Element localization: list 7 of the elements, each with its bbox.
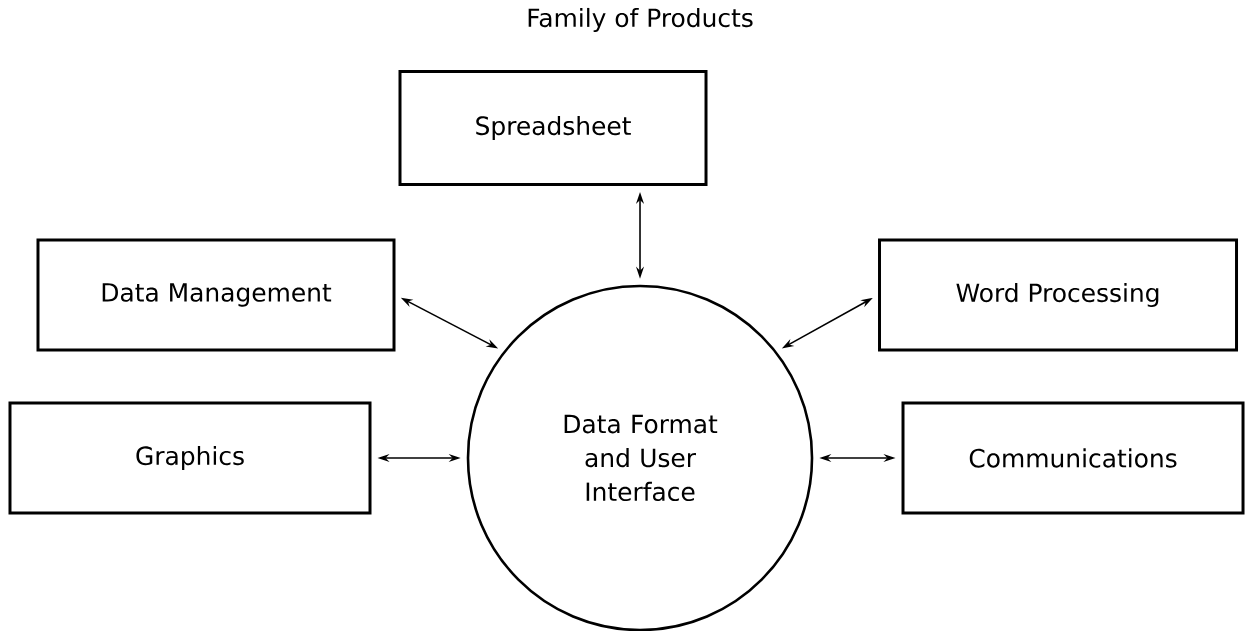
process-box: Spreadsheet [398,70,708,186]
process-box: Data Management [36,238,396,352]
process-box: Communications [901,401,1245,515]
process-box: Word Processing [878,238,1238,352]
title: Family of Products [528,7,753,33]
process-box: Graphics [8,401,372,515]
circle-node: Data Format and User Interface [466,284,814,631]
